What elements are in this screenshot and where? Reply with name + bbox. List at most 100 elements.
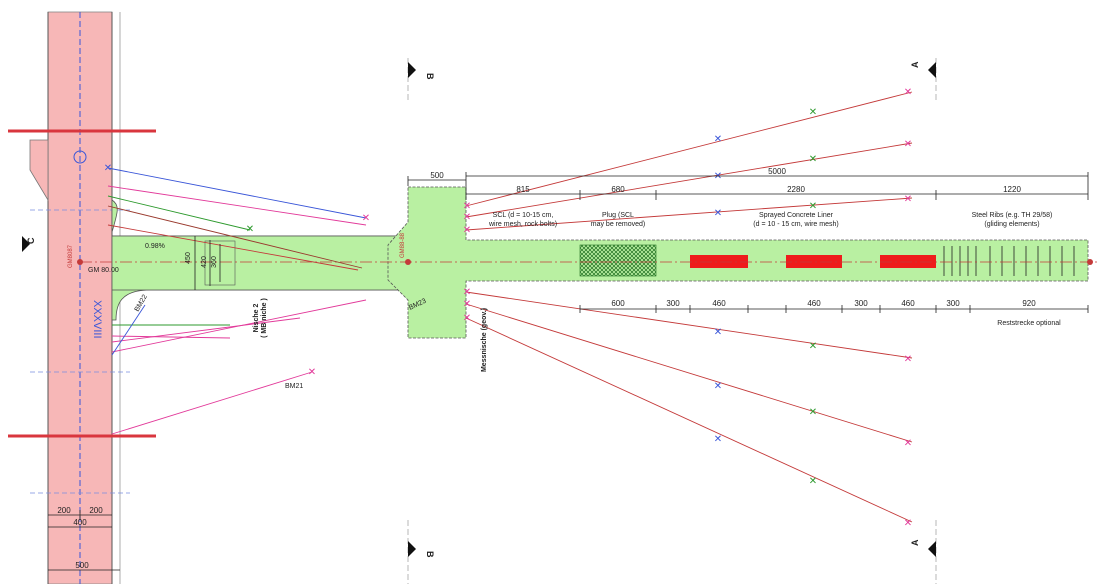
dim-w500: 500 xyxy=(75,561,89,570)
niche-gallery-body xyxy=(111,235,409,291)
svg-text:✕: ✕ xyxy=(463,225,471,236)
label-steel-2: (gliding elements) xyxy=(984,221,1039,228)
axis-point-right xyxy=(1087,259,1093,265)
svg-text:✕: ✕ xyxy=(904,354,912,365)
svg-text:✕: ✕ xyxy=(246,224,254,235)
section-arrow-c xyxy=(22,236,30,252)
section-label-a-top: A xyxy=(910,61,920,68)
dim-w200-a: 200 xyxy=(57,506,71,515)
svg-text:✕: ✕ xyxy=(714,381,722,392)
section-label-b-top: B xyxy=(425,73,435,80)
dim-bottom-4: 460 xyxy=(807,299,821,308)
dim-gallery-heights xyxy=(194,236,221,290)
tunnel-niche-bulge xyxy=(29,139,49,202)
gallery-inner xyxy=(204,240,236,286)
dim-height-360: 360 xyxy=(211,256,218,268)
label-chainage: GM 80.00 xyxy=(88,267,119,274)
lining-block-1 xyxy=(690,255,748,268)
svg-text:✕: ✕ xyxy=(904,518,912,529)
dim-bottom-8: 920 xyxy=(1022,299,1036,308)
label-mid-vertical: GM88-88 xyxy=(400,232,406,258)
dim-ticks-top xyxy=(407,172,1089,200)
dim-total: 5000 xyxy=(768,167,786,176)
svg-text:✕: ✕ xyxy=(463,212,471,223)
dim-bottom-7: 300 xyxy=(946,299,960,308)
plug-zone xyxy=(579,244,657,277)
svg-text:✕: ✕ xyxy=(714,434,722,445)
lining-block-3 xyxy=(880,255,936,268)
svg-text:✕: ✕ xyxy=(714,134,722,145)
note-reststrecke: Reststrecke optional xyxy=(997,320,1061,327)
anchor-fan-right xyxy=(465,91,913,523)
anchor-markers-left: ✕ ✕ ✕ ✕ xyxy=(104,163,370,378)
svg-text:✕: ✕ xyxy=(809,154,817,165)
svg-text:✕: ✕ xyxy=(362,213,370,224)
label-nische-2: ( MB niche ) xyxy=(261,298,268,338)
label-scl-2: wire mesh, rock bolts) xyxy=(488,221,557,228)
section-arrow-a-bottom xyxy=(928,541,936,557)
axis-point-mid xyxy=(405,259,411,265)
label-steel: Steel Ribs (e.g. TH 29/58) xyxy=(972,212,1053,219)
label-nische: Nische 2 xyxy=(253,303,260,332)
dim-ticks-bottom xyxy=(579,305,1089,313)
anchor-fan-left xyxy=(107,167,367,435)
label-sprayed: Sprayed Concrete Liner xyxy=(759,212,834,219)
label-plug: Plug (SCL xyxy=(602,212,634,219)
label-slope: 0.98% xyxy=(145,243,165,250)
section-label-b-bottom: B xyxy=(425,551,435,558)
label-sprayed-2: (d = 10 - 15 cm, wire mesh) xyxy=(753,221,838,228)
dim-seg4: 1220 xyxy=(1003,185,1021,194)
svg-text:✕: ✕ xyxy=(904,87,912,98)
svg-text:✕: ✕ xyxy=(809,341,817,352)
axis-point-left xyxy=(77,259,83,265)
svg-text:✕: ✕ xyxy=(463,201,471,212)
svg-text:✕: ✕ xyxy=(714,327,722,338)
label-bm22: BM22 xyxy=(134,294,149,313)
svg-text:✕: ✕ xyxy=(904,438,912,449)
dim-height-420: 420 xyxy=(201,256,208,268)
svg-text:✕: ✕ xyxy=(809,201,817,212)
label-roman: XXXVIII xyxy=(91,300,103,339)
svg-text:✕: ✕ xyxy=(809,476,817,487)
svg-text:✕: ✕ xyxy=(809,107,817,118)
svg-text:✕: ✕ xyxy=(463,287,471,298)
label-left-vertical: GM8087 xyxy=(68,244,74,268)
steel-ribs xyxy=(943,246,1075,276)
svg-text:✕: ✕ xyxy=(308,367,316,378)
section-arrow-a-top xyxy=(928,62,936,78)
section-arrow-b-bottom xyxy=(408,541,416,557)
dim-seg2: 680 xyxy=(611,185,625,194)
dim-height-450: 450 xyxy=(185,252,192,264)
section-label-a-bottom: A xyxy=(910,539,920,546)
label-bm21: BM21 xyxy=(285,383,303,390)
svg-text:✕: ✕ xyxy=(463,313,471,324)
dim-bottom-5: 300 xyxy=(854,299,868,308)
svg-text:✕: ✕ xyxy=(809,407,817,418)
label-plug-2: may be removed) xyxy=(591,221,645,228)
label-messnische: Messnische (geov.) xyxy=(481,308,488,372)
dim-bottom-3: 460 xyxy=(712,299,726,308)
dim-width-block: 500 xyxy=(430,171,444,180)
dim-w400: 400 xyxy=(73,518,87,527)
svg-text:✕: ✕ xyxy=(904,194,912,205)
svg-text:✕: ✕ xyxy=(714,171,722,182)
survey-point-circle xyxy=(73,150,87,164)
anchor-markers: ✕ ✕ ✕ ✕ ✕ ✕ ✕ ✕ ✕ ✕ ✕ ✕ ✕ ✕ ✕ ✕ ✕ ✕ ✕ ✕ … xyxy=(463,87,912,529)
svg-text:✕: ✕ xyxy=(104,163,112,174)
dim-left-bottom xyxy=(48,510,120,571)
label-scl: SCL (d = 10-15 cm, xyxy=(493,212,554,219)
dim-seg3: 2280 xyxy=(787,185,805,194)
svg-text:✕: ✕ xyxy=(904,139,912,150)
dim-w200-b: 200 xyxy=(89,506,103,515)
svg-text:✕: ✕ xyxy=(714,208,722,219)
lining-block-2 xyxy=(786,255,842,268)
dim-seg1: 815 xyxy=(516,185,530,194)
dim-bottom-1: 600 xyxy=(611,299,625,308)
section-label-c: C xyxy=(26,237,36,244)
dim-bottom-2: 300 xyxy=(666,299,680,308)
dim-bottom-6: 460 xyxy=(901,299,915,308)
section-arrow-b-top xyxy=(408,62,416,78)
svg-text:✕: ✕ xyxy=(463,299,471,310)
